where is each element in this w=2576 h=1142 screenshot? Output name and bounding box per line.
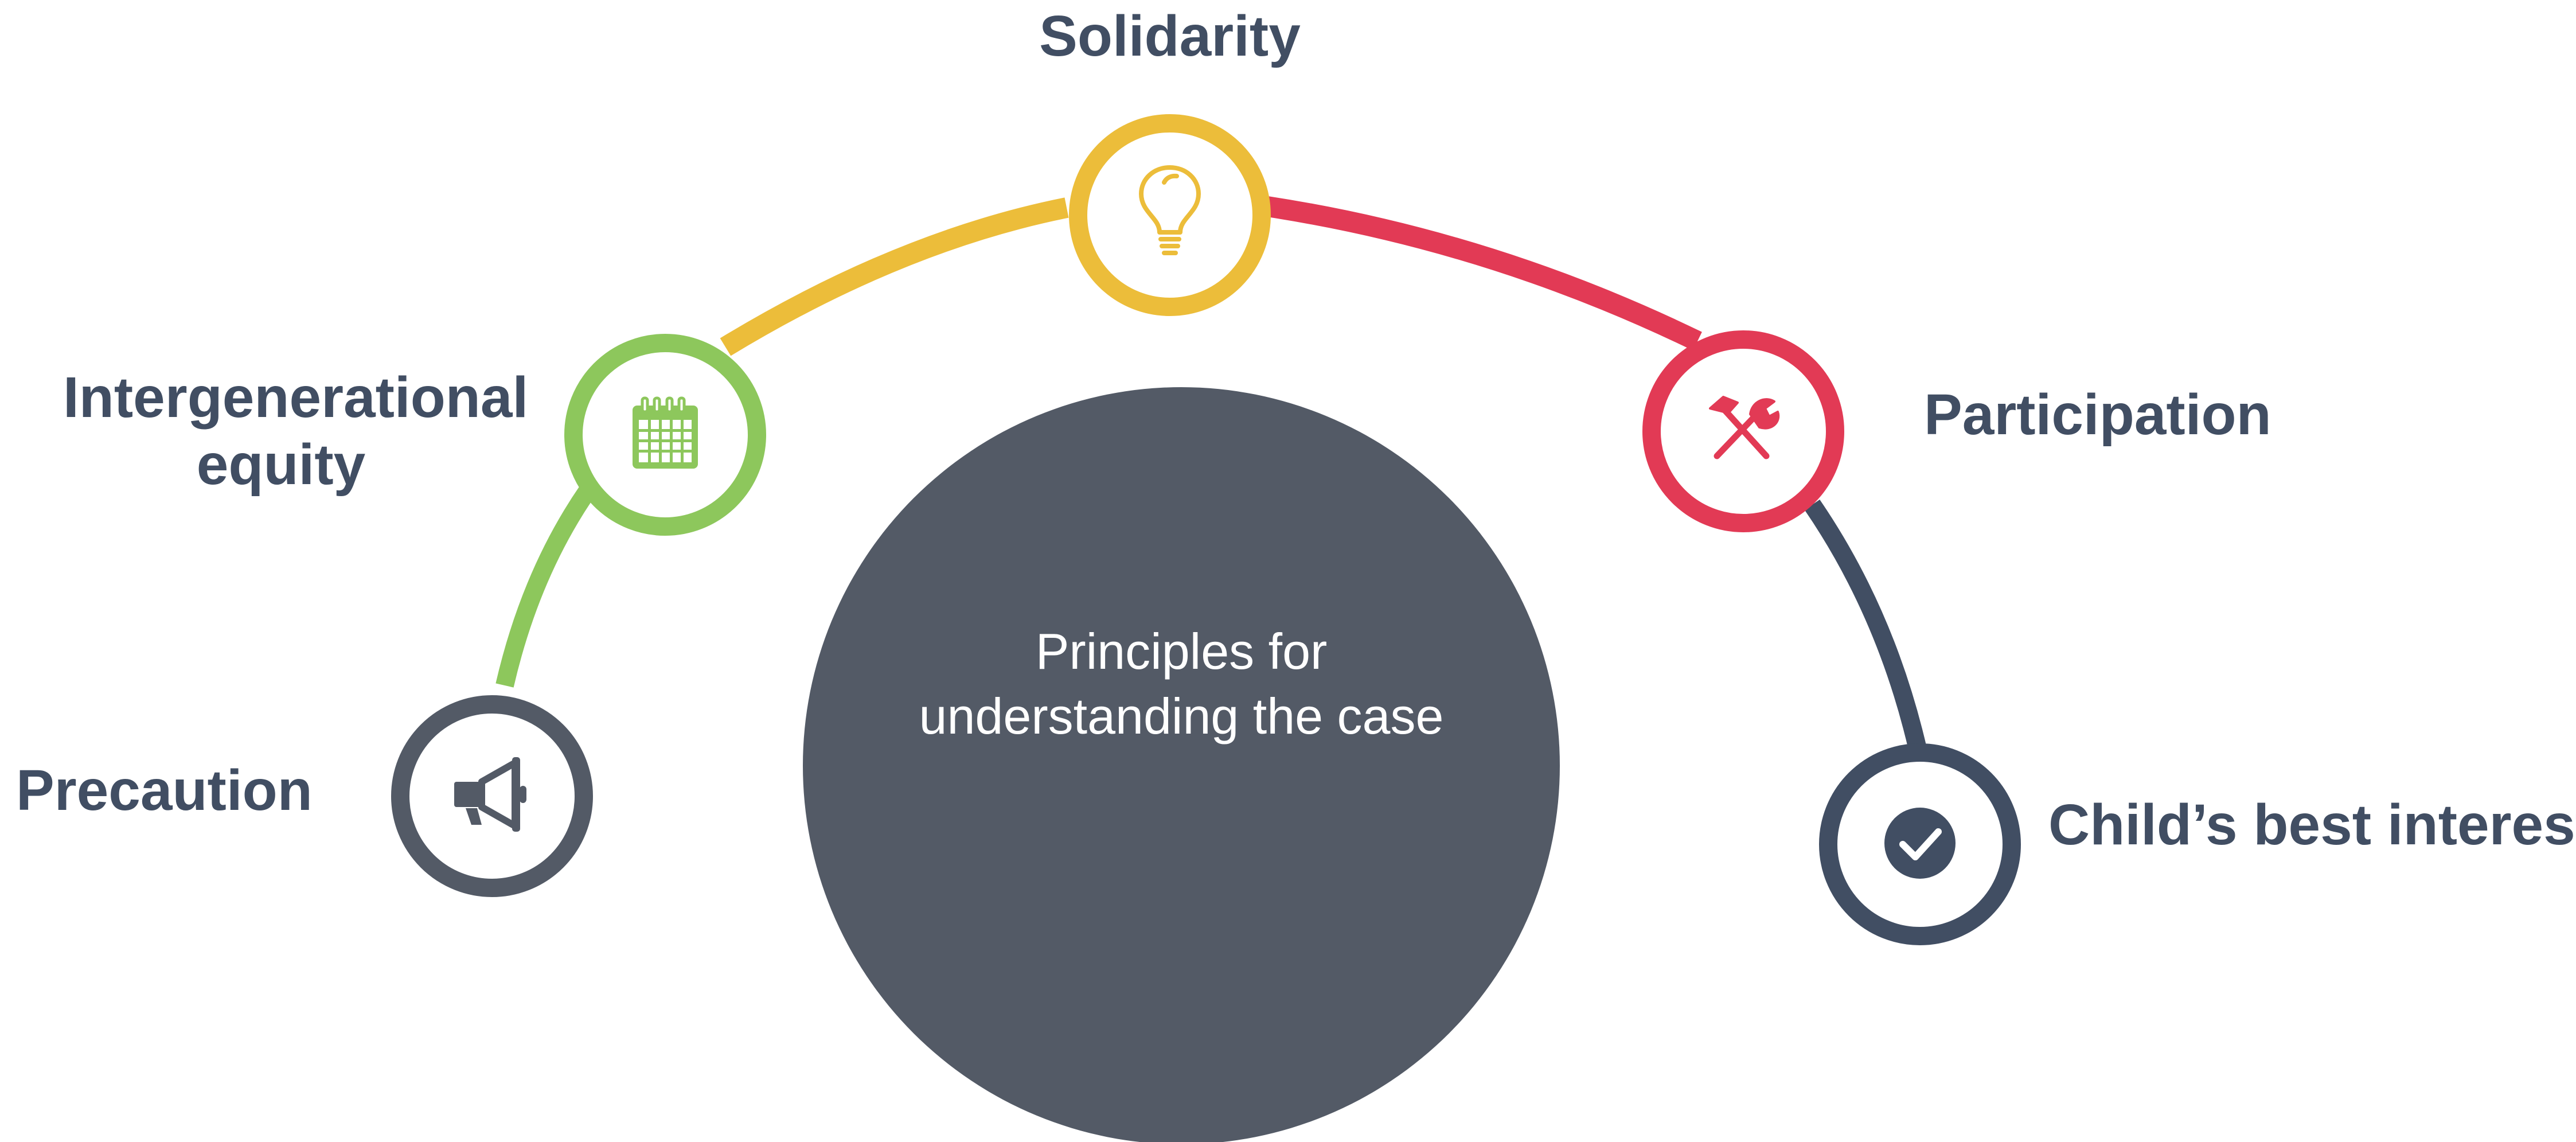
megaphone-icon: [454, 757, 526, 832]
lightbulb-icon: [1139, 165, 1201, 255]
checkmark-icon: [1884, 808, 1956, 879]
label-solidarity: Solidarity: [1039, 4, 1301, 68]
arc-participation-to-childs-best-interest: [1804, 499, 1927, 754]
arc-intergenerational-to-solidarity: [720, 197, 1069, 356]
node-precaution: [391, 695, 593, 897]
node-solidarity: [1069, 114, 1271, 316]
arc-solidarity-to-participation: [1266, 196, 1702, 351]
node-intergenerational-equity: [564, 334, 766, 536]
label-precaution: Precaution: [16, 758, 313, 823]
center-circle: [803, 387, 1560, 1142]
node-childs-best-interest: [1819, 743, 2021, 945]
tools-icon: [1709, 396, 1780, 459]
center-title: Principles for understanding the case: [919, 623, 1444, 745]
calendar-icon: [633, 396, 698, 469]
label-childs-best-interest: Child’s best interest: [2048, 793, 2576, 857]
label-intergenerational-equity: Intergenerational equity: [63, 365, 529, 497]
label-participation: Participation: [1924, 383, 2271, 447]
arc-precaution-to-intergenerational: [495, 485, 596, 688]
node-participation: [1642, 330, 1844, 532]
